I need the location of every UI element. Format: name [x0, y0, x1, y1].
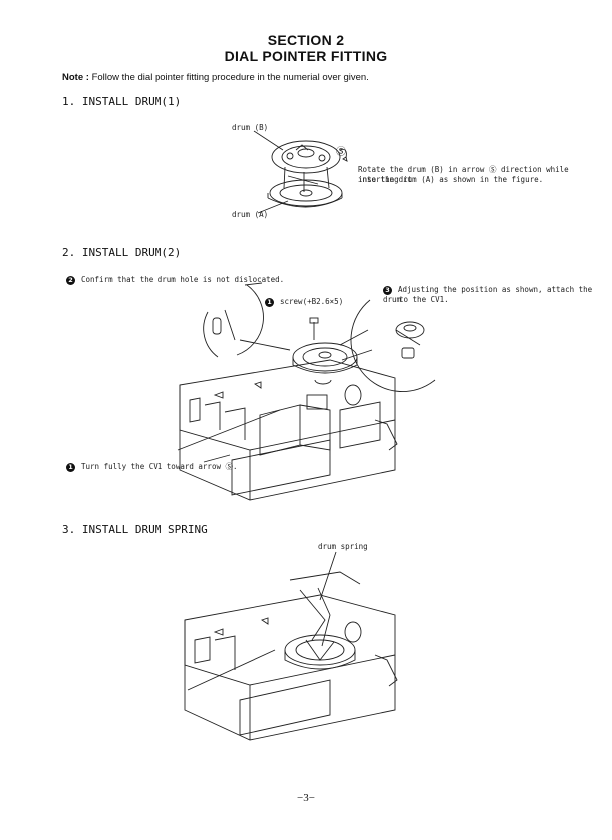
step2-item1-text: Turn fully the CV1 toward arrow Ⓢ. — [81, 462, 238, 471]
drum-assembly-figure — [253, 130, 348, 214]
note-label: Note — [62, 72, 84, 83]
step2-item2-text: Confirm that the drum hole is not disloc… — [81, 275, 285, 284]
bullet-3: 3 — [383, 285, 392, 295]
drum-spring-label: drum spring — [318, 542, 368, 551]
arrow-s-symbol: Ⓢ — [336, 147, 346, 158]
step2-item2: 2 Confirm that the drum hole is not dislo… — [66, 275, 284, 285]
drum-a-label: drum (A) — [232, 210, 269, 219]
section-number: SECTION 2 — [267, 32, 345, 48]
step1-instruction-2: into the drum (A) as shown in the figure… — [358, 175, 544, 184]
note-line: Note : Follow the dial pointer fitting p… — [62, 72, 369, 83]
page-title: DIAL POINTER FITTING — [224, 48, 388, 64]
step3-heading: 3. INSTALL DRUM SPRING — [62, 523, 208, 536]
step2-item3-text-1: Adjusting the position as shown, attach … — [383, 285, 593, 304]
step2-heading: 2. INSTALL DRUM(2) — [62, 246, 182, 259]
drum-install-figure — [177, 282, 436, 501]
note-text: Follow the dial pointer fitting procedur… — [91, 72, 369, 83]
bullet-2: 2 — [66, 275, 75, 285]
step2-item3-text-2: to the CV1. — [399, 295, 449, 304]
step1-instruction-1: Rotate the drum (B) in arrow Ⓢ direction… — [358, 165, 569, 184]
step1-heading: 1. INSTALL DRUM(1) — [62, 95, 182, 108]
bullet-1: 1 — [66, 462, 75, 472]
screw-label: screw(+B2.6×5) — [280, 297, 344, 306]
step2-item1: 1 Turn fully the CV1 toward arrow Ⓢ. — [66, 462, 238, 472]
drum-b-label: drum (B) — [232, 123, 269, 132]
drum-spring-figure — [184, 551, 398, 741]
page-number: −3− — [297, 792, 315, 804]
screw-callout: 1 screw(+B2.6×5) — [265, 297, 343, 307]
bullet-screw: 1 — [265, 297, 274, 307]
